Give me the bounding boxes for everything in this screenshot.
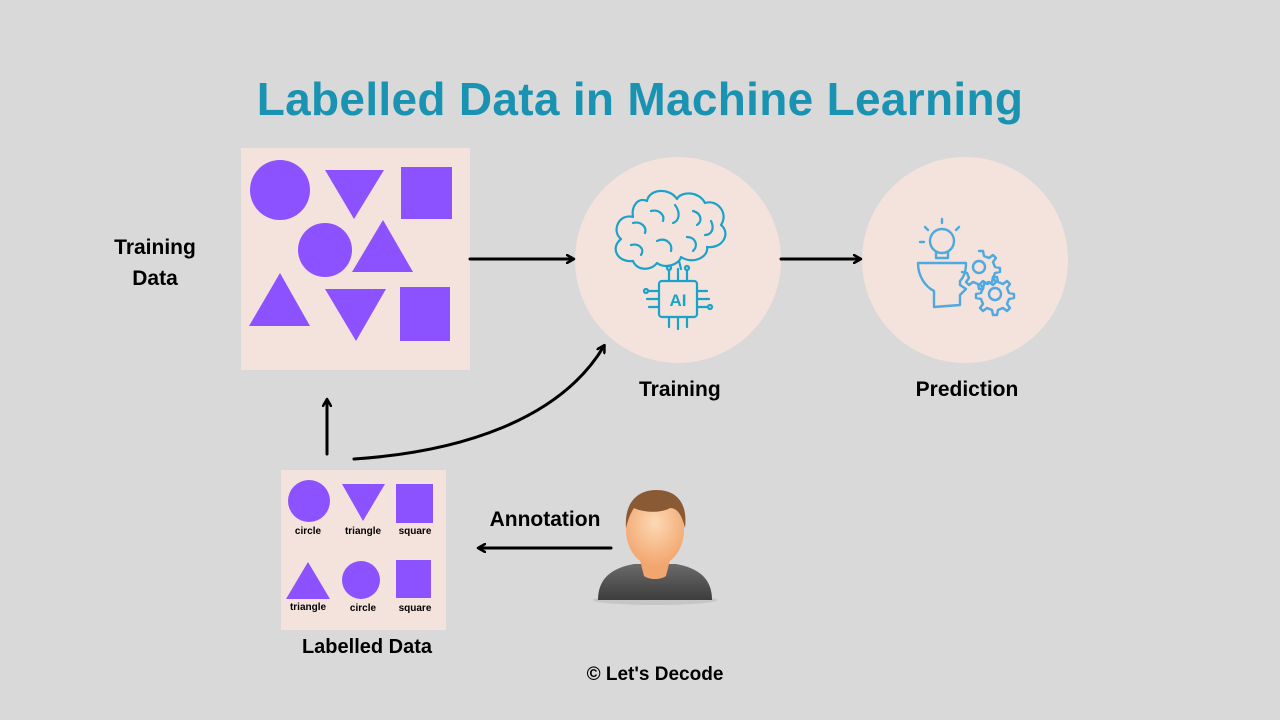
prediction-node [862,157,1068,363]
triangle-down-shape [342,484,385,521]
triangle-up-shape [286,562,330,599]
square-shape [400,287,450,341]
arrow-labelled-to-training [352,346,604,461]
labelled-data-shapes [286,480,433,599]
prediction-label: Prediction [915,378,1019,401]
shape-label: square [398,526,432,537]
circle-shape [342,561,380,599]
training-node: AI [575,157,781,363]
square-shape [401,167,452,219]
training-data-label: Training Data [100,232,210,294]
square-shape [396,560,431,598]
person-annotator-icon [593,490,717,605]
shape-label: circle [349,603,377,614]
square-shape [396,484,433,523]
triangle-up-shape [352,220,413,272]
annotation-label: Annotation [489,508,601,531]
ai-chip-text: AI [670,291,687,310]
labelled-data-label: Labelled Data [301,636,433,658]
triangle-down-shape [325,289,386,341]
head-lightbulb-gears-icon [916,217,1016,317]
training-label: Training [639,378,721,401]
labelled-data-panel: circle triangle square triangle circle s… [281,470,446,630]
training-data-panel [241,148,470,370]
circle-shape [288,480,330,522]
training-data-label-line2: Data [132,267,178,290]
diagram-title: Labelled Data in Machine Learning [256,73,1024,125]
shape-label: circle [294,526,322,537]
shape-label: triangle [289,602,327,613]
shape-label: square [398,603,432,614]
triangle-down-shape [325,170,384,219]
shape-label: triangle [344,526,382,537]
brain-ai-icon: AI [614,189,727,331]
triangle-up-shape [249,273,310,326]
footer-credit: © Let's Decode [586,664,724,685]
training-data-label-line1: Training [114,236,196,259]
circle-shape [250,160,310,220]
circle-shape [298,223,352,277]
training-data-shapes [249,160,452,341]
